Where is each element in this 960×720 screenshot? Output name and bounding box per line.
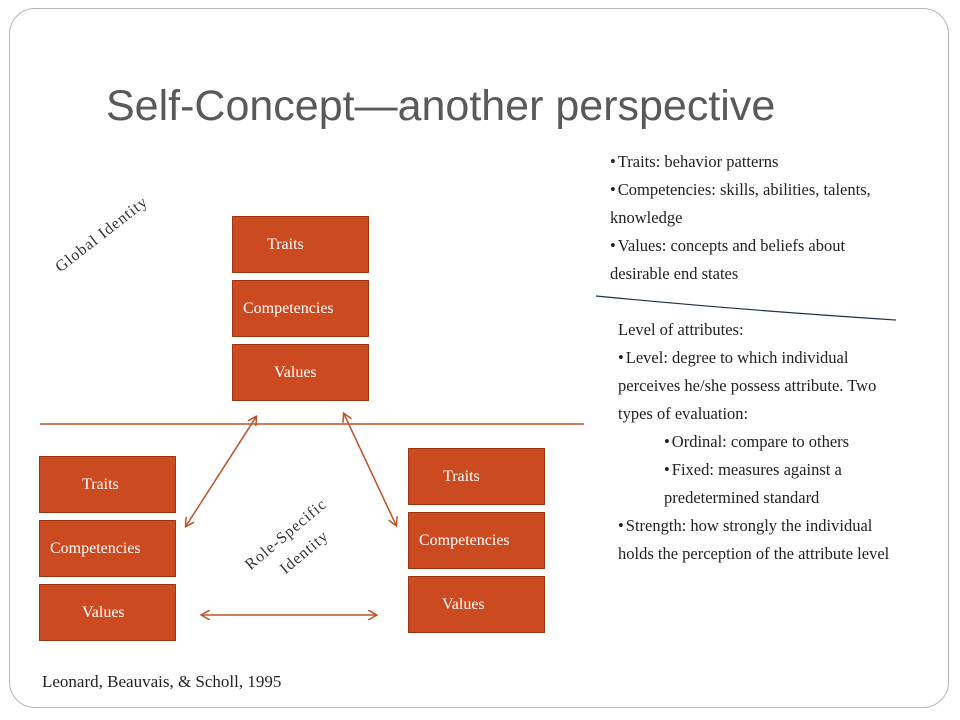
slide-title: Self-Concept—another perspective [106,82,776,130]
notes-definitions: Traits: behavior patterns Competencies: … [610,148,900,288]
note-competencies: Competencies: skills, abilities, talents… [610,176,900,232]
left-competencies-box: Competencies [39,520,176,577]
right-competencies-box: Competencies [408,512,545,569]
arrow-global-to-left [186,417,256,526]
arrow-global-to-right [344,414,396,525]
global-traits-box: Traits [232,216,369,273]
global-competencies-label: Competencies [243,299,334,317]
right-competencies-label: Competencies [419,531,510,549]
note-values: Values: concepts and beliefs about desir… [610,232,900,288]
note-fixed: Fixed: measures against a predetermined … [664,456,908,512]
citation: Leonard, Beauvais, & Scholl, 1995 [42,672,282,691]
global-values-box: Values [232,344,369,401]
left-traits-label: Traits [82,475,119,493]
right-traits-label: Traits [443,467,480,485]
left-values-box: Values [39,584,176,641]
left-traits-box: Traits [39,456,176,513]
global-traits-label: Traits [267,235,304,253]
global-competencies-box: Competencies [232,280,369,337]
right-values-label: Values [442,595,485,613]
left-values-label: Values [82,603,125,621]
notes-attribute-levels: Level of attributes: Level: degree to wh… [618,316,908,568]
note-ordinal: Ordinal: compare to others [664,428,908,456]
note-strength: Strength: how strongly the individual ho… [618,512,908,568]
global-values-label: Values [274,363,317,381]
left-competencies-label: Competencies [50,539,141,557]
right-values-box: Values [408,576,545,633]
right-traits-box: Traits [408,448,545,505]
note-traits: Traits: behavior patterns [610,148,900,176]
notes-divider-curve [595,295,897,321]
note-level: Level: degree to which individual percei… [618,344,908,428]
note-level-heading: Level of attributes: [618,320,744,339]
